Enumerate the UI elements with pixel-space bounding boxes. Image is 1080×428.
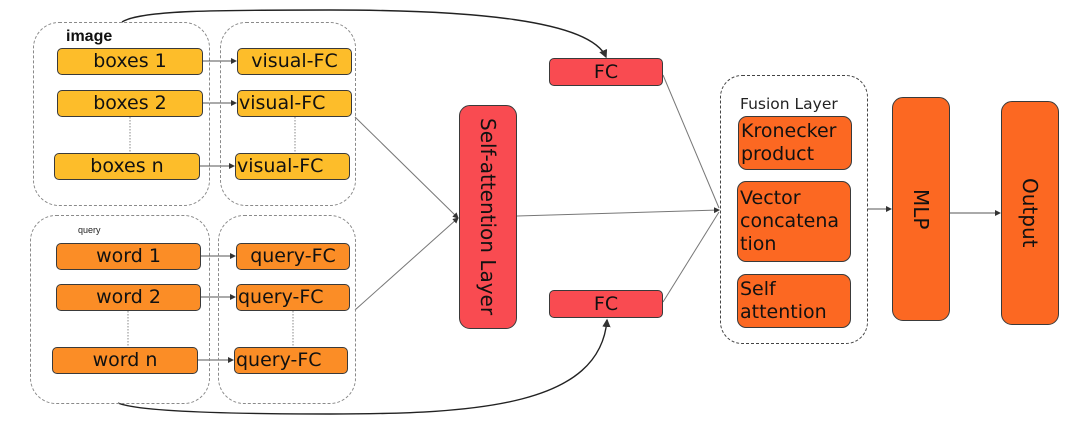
fusion-layer-label: Fusion Layer [740, 95, 838, 113]
visual-fc-group [220, 22, 356, 206]
edge-query-to-fcbottom [117, 318, 611, 415]
fc-top-node: FC [549, 58, 663, 86]
self-attention-op-line2: attention [740, 301, 827, 323]
self-attention-op-node: Self attention [737, 274, 851, 328]
fusion-layer-group [720, 75, 868, 344]
image-group [33, 22, 210, 206]
query-fc-n-node: query-FC [234, 347, 348, 374]
edge-image-to-fctop [121, 9, 608, 59]
self-attention-layer-node: Self-attention Layer [459, 105, 517, 329]
query-fc-group [218, 215, 356, 404]
word-2-node: word 2 [56, 284, 201, 311]
query-group-label: query [78, 225, 101, 235]
output-node: Output [1001, 101, 1059, 325]
vector-concat-line1: Vector [740, 186, 801, 209]
self-attention-op-line1: Self [740, 277, 776, 300]
kronecker-line1: Kronecker [741, 119, 837, 142]
vector-concat-line2: concatena [740, 209, 840, 232]
query-group [30, 215, 210, 404]
boxes-n-node: boxes n [54, 153, 200, 180]
fc-bottom-node: FC [549, 290, 663, 318]
visual-fc-2-node: visual-FC [237, 90, 352, 117]
kronecker-line2: product [741, 143, 815, 165]
boxes-2-node: boxes 2 [57, 90, 203, 117]
word-n-node: word n [52, 347, 198, 374]
mlp-node: MLP [892, 97, 950, 321]
vector-concatenation-node: Vector concatena tion [737, 181, 851, 262]
edge-visual-to-selfattn [354, 116, 459, 219]
image-group-label: image [66, 28, 113, 45]
visual-fc-n-node: visual-FC [235, 153, 350, 180]
edge-fctop-to-fusion [662, 74, 720, 209]
edge-selfattn-to-fusion [516, 207, 720, 217]
query-fc-1-node: query-FC [236, 243, 350, 270]
vector-concat-line3: tion [740, 233, 777, 256]
query-fc-2-node: query-FC [236, 284, 350, 311]
boxes-1-node: boxes 1 [57, 48, 203, 75]
word-1-node: word 1 [56, 243, 201, 270]
edge-fcbottom-to-fusion [662, 211, 720, 303]
kronecker-product-node: Kronecker product [738, 116, 852, 170]
edge-query-to-selfattn [354, 217, 459, 311]
visual-fc-1-node: visual-FC [237, 48, 352, 75]
